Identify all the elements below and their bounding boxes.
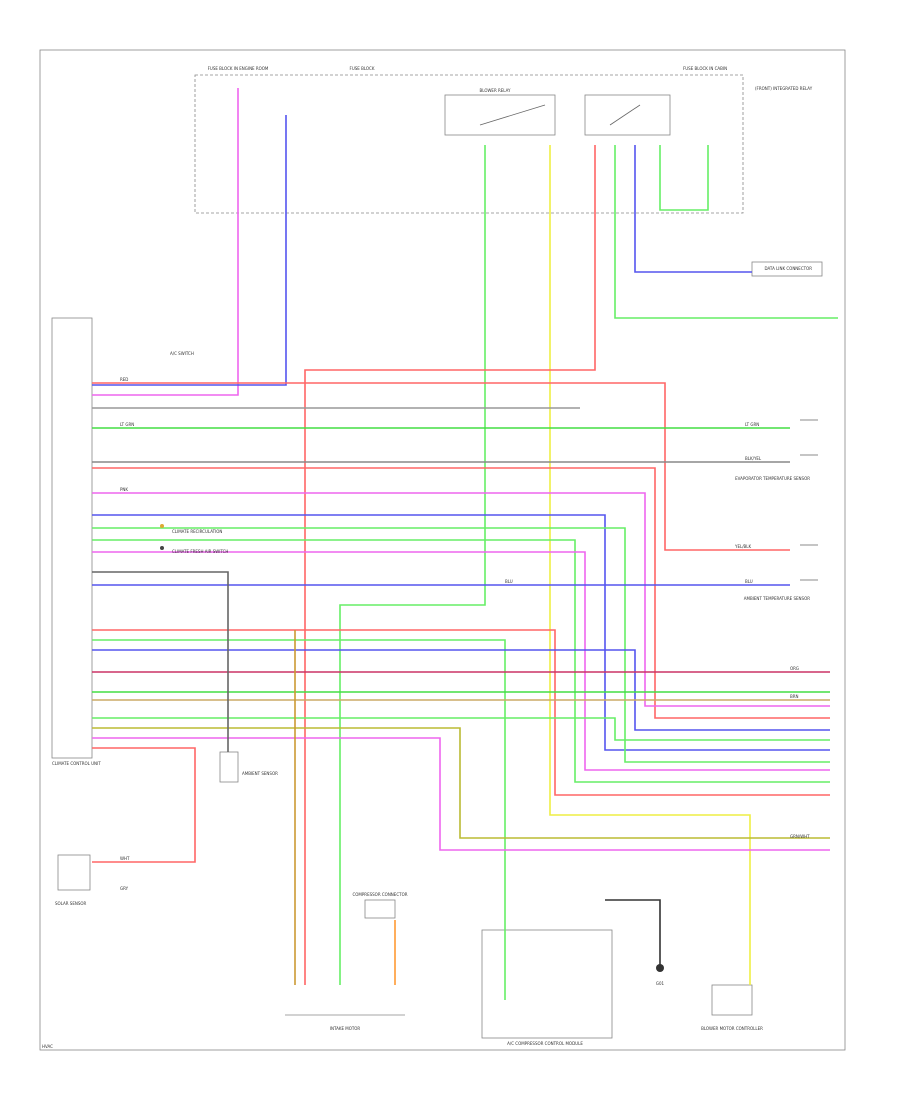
top-fuse-2-label: FUSE BLOCK: [350, 66, 375, 71]
top-right-label: FUSE BLOCK IN CABIN: [683, 66, 727, 71]
diagram-frame: [39, 49, 846, 1051]
climate-control-unit: [51, 317, 93, 759]
wire-green-5: [92, 639, 506, 1000]
wire-red-4: [92, 629, 830, 796]
wire-red-3: [92, 467, 830, 719]
top-right-note: (FRONT) INTEGRATED RELAY: [755, 86, 813, 91]
compressor-connector-label: COMPRESSOR CONNECTOR: [352, 892, 407, 897]
wire-yel-2: [92, 727, 830, 839]
wire-yel-1: [549, 145, 751, 985]
wire-green-2: [614, 145, 838, 319]
label-yel-blk: YEL/BLK: [734, 544, 752, 549]
wire-red-1: [304, 145, 596, 985]
top-fuse-enclosure: [194, 74, 744, 214]
label-grn-wht: GRN/WHT: [790, 834, 810, 839]
wire-red-2: [92, 382, 790, 551]
intake-motor-label: INTAKE MOTOR: [330, 1026, 361, 1031]
evaporator-sensor-label: EVAPORATOR TEMPERATURE SENSOR: [735, 476, 810, 481]
compressor-module-label: A/C COMPRESSOR CONTROL MODULE: [507, 1041, 583, 1046]
label-wht: WHT: [120, 856, 130, 861]
label-lt-grn: LT GRN: [120, 422, 134, 427]
wire-pink-4: [92, 737, 830, 851]
label-red: RED: [120, 377, 128, 382]
ambient-sensor-label: AMBIENT TEMPERATURE SENSOR: [744, 596, 810, 601]
page-label: HVAC: [42, 1044, 53, 1049]
pressure-switch-label: AMBIENT SENSOR: [242, 771, 278, 776]
wire-pink-1: [92, 88, 239, 396]
wire-blu-4: [92, 649, 830, 731]
label-blu-right: BLU: [745, 579, 753, 584]
top-fuse-1-label: FUSE BLOCK IN ENGINE ROOM: [208, 66, 269, 71]
solar-sensor-label: SOLAR SENSOR: [55, 901, 87, 906]
wire-green-3: [92, 527, 830, 763]
wire-blu-2: [92, 514, 830, 751]
blower-motor-controller-label: BLOWER MOTOR CONTROLLER: [701, 1026, 763, 1031]
wire-blu-1: [92, 115, 287, 386]
compressor-module-box: [481, 929, 613, 1039]
wire-blk-press: [92, 571, 229, 752]
note-marker-1: [160, 524, 164, 528]
wire-green-1: [339, 145, 486, 985]
blower-motor-controller-box: [711, 984, 753, 1016]
relay-contact: [479, 104, 546, 126]
wire-red-solar: [92, 747, 196, 863]
wire-green-loop: [659, 145, 709, 211]
blower-relay-box: [444, 94, 556, 136]
label-blk-yel: BLK/YEL: [745, 456, 762, 461]
compressor-connector-box: [364, 899, 396, 919]
relay-contact-2: [609, 104, 641, 126]
label-org: ORG: [790, 666, 799, 671]
wire-ground: [605, 899, 661, 968]
left-unit-label: CLIMATE CONTROL UNIT: [52, 761, 101, 766]
note-recirc: CLIMATE RECIRCULATION: [172, 529, 222, 534]
data-link-label: DATA LINK CONNECTOR: [765, 266, 813, 271]
wire-pink-2: [92, 492, 830, 707]
note-fresh: CLIMATE FRESH AIR SWITCH: [172, 549, 228, 554]
label-lt-grn-right: LT GRN: [745, 422, 759, 427]
blower-relay-label: BLOWER RELAY: [479, 88, 511, 93]
label-brn: BRN: [790, 694, 799, 699]
note-marker-2: [160, 546, 164, 550]
wire-green-6: [92, 717, 830, 741]
note-ac-switch: A/C SWITCH: [170, 351, 194, 356]
wire-pink-3: [92, 551, 830, 771]
ground-label: G01: [656, 981, 665, 986]
evap-sensor-symbol: [800, 419, 818, 456]
label-pink: PNK: [120, 487, 128, 492]
pressure-switch-box: [219, 751, 239, 783]
ambient-sensor-symbol: [800, 544, 818, 581]
integrated-relay-box: [584, 94, 671, 136]
wire-green-4: [92, 539, 830, 783]
label-gry: GRY: [120, 886, 129, 891]
wire-blu-data: [634, 145, 752, 273]
solar-sensor-box: [57, 854, 91, 891]
data-link-connector: [751, 261, 823, 277]
label-blu: BLU: [505, 579, 513, 584]
